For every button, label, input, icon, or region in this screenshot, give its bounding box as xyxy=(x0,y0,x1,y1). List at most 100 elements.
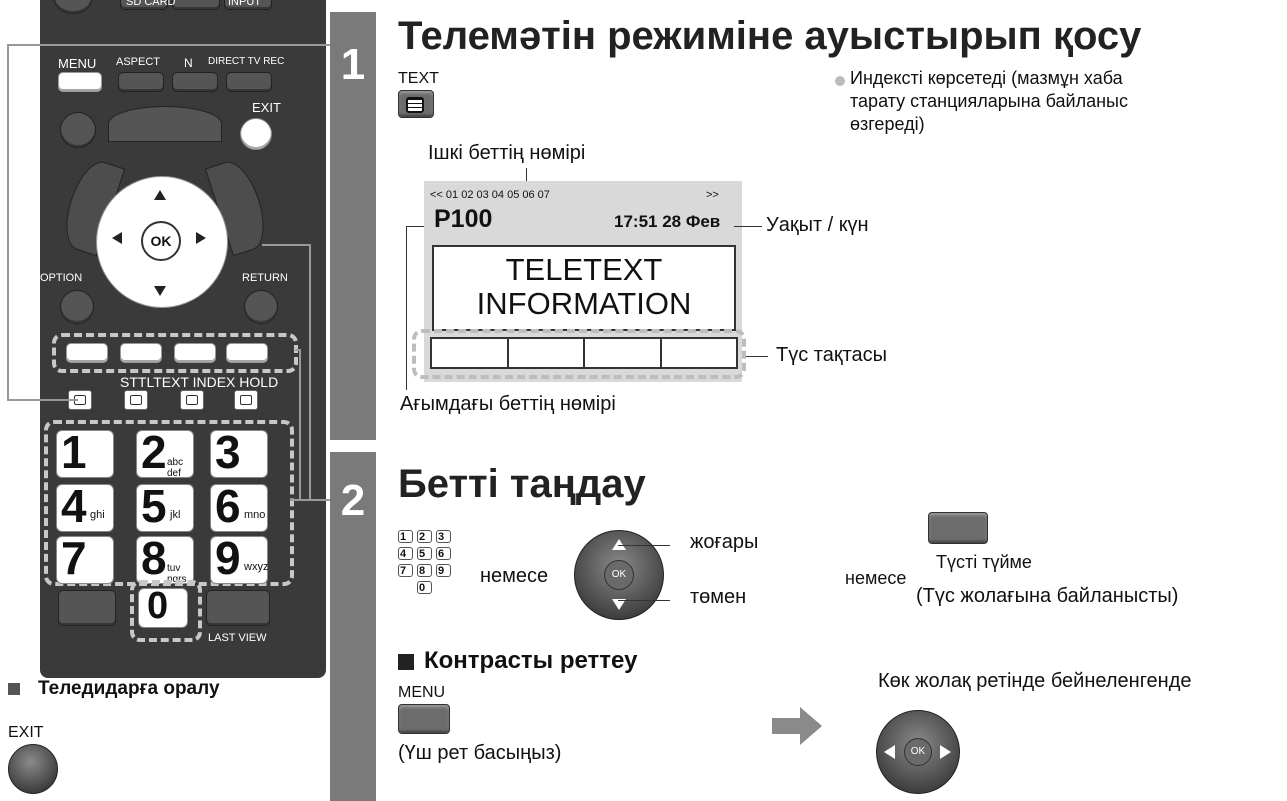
input-button[interactable] xyxy=(224,0,272,10)
up-label: жоғары xyxy=(690,531,759,553)
current-page-pointer-v xyxy=(406,226,407,390)
number-key-digit: 4 xyxy=(61,480,87,532)
return-label: RETURN xyxy=(242,272,288,284)
teletext-content-box: TELETEXT INFORMATION xyxy=(432,245,736,331)
number-key-letters: jkl xyxy=(170,509,181,521)
or-text-2: немесе xyxy=(845,568,907,588)
number-key-digit: 2 xyxy=(141,426,167,478)
current-page-pointer-h xyxy=(406,226,424,227)
blue-color-button[interactable] xyxy=(226,343,268,363)
menu-grey-button[interactable] xyxy=(398,704,450,734)
number-key-digit: 5 xyxy=(141,480,167,532)
color-button-icon[interactable] xyxy=(928,512,988,544)
number-key-3[interactable]: 3 xyxy=(210,426,268,478)
dpad-left-right-icon[interactable]: OK xyxy=(876,710,960,794)
blue-bar-caption: Көк жолақ ретінде бейнеленгенде xyxy=(878,670,1192,692)
color-buttons-highlight xyxy=(52,333,298,373)
text-teletext-button[interactable] xyxy=(398,90,434,118)
connector-lines xyxy=(7,44,330,501)
down-pointer-line xyxy=(618,600,670,601)
subpage-number-caption: Ішкі беттің нөмірі xyxy=(428,142,586,164)
number-key-7[interactable]: 7 xyxy=(56,532,114,584)
exit-button[interactable] xyxy=(240,118,272,150)
dpad-left-arrow-icon xyxy=(884,745,895,759)
time-pointer-line xyxy=(734,226,762,227)
left-arrow-icon xyxy=(112,232,122,244)
step2-number: 2 xyxy=(340,476,366,525)
yellow-color-button[interactable] xyxy=(174,343,216,363)
n-label: N xyxy=(184,56,193,70)
time-date-caption: Уақыт / күн xyxy=(766,214,869,236)
dpad-up-arrow-icon xyxy=(612,539,626,550)
ok-button[interactable]: OK xyxy=(141,221,181,261)
right-arrow-icon xyxy=(196,232,206,244)
section1-title: Телемәтін режиміне ауыстырып қосу xyxy=(398,14,1142,58)
number-key-digit: 1 xyxy=(61,426,87,478)
n-button[interactable] xyxy=(172,72,218,92)
down-arrow-icon xyxy=(154,286,166,296)
index-note-line1: Индексті көрсетеді (мазмұн хаба xyxy=(850,68,1123,88)
color-bar-highlight xyxy=(412,329,746,379)
step1-strip: 1 xyxy=(330,12,376,440)
exit-button-label: EXIT xyxy=(8,724,44,741)
dpad-ok-icon: OK xyxy=(604,560,634,590)
number-key-1[interactable]: 1 xyxy=(56,426,114,478)
return-button[interactable] xyxy=(244,290,278,324)
up-pointer-line xyxy=(618,545,670,546)
last-view-label: LAST VIEW xyxy=(208,632,267,644)
hold-button[interactable] xyxy=(234,390,258,410)
sttl-button[interactable] xyxy=(124,390,148,410)
note-bullet-icon xyxy=(835,76,845,86)
number-key-digit: 9 xyxy=(215,532,241,584)
direct-tv-rec-button[interactable] xyxy=(226,72,272,92)
number-key-0[interactable]: 0 xyxy=(138,585,188,628)
sd-card-label: SD CARD xyxy=(126,0,176,8)
color-bar-yellow xyxy=(585,339,662,367)
number-key-digit: 6 xyxy=(215,480,241,532)
number-keys-highlight xyxy=(44,420,294,586)
menu-button-label: MENU xyxy=(398,684,446,701)
color-bar-red xyxy=(432,339,509,367)
number-key-digit: 0 xyxy=(147,585,169,627)
red-color-button[interactable] xyxy=(66,343,108,363)
index-note-line2: тарату станцияларына байланыс xyxy=(850,91,1128,111)
number-key-digit: 7 xyxy=(61,532,87,584)
step2-strip: 2 xyxy=(330,452,376,801)
index-button[interactable] xyxy=(180,390,204,410)
dpad-up-down-icon[interactable]: OK xyxy=(574,530,664,620)
color-button-label: Түсті түйме xyxy=(936,552,1032,572)
up-arrow-icon xyxy=(154,190,166,200)
aspect-button[interactable] xyxy=(118,72,164,92)
text-button[interactable] xyxy=(68,390,92,410)
bullet-square-icon xyxy=(8,683,20,695)
number-key-letters: mno xyxy=(244,509,266,521)
remote-bottom-left-button[interactable] xyxy=(58,590,116,626)
option-button[interactable] xyxy=(60,290,94,324)
remote-top-button-2[interactable] xyxy=(172,0,220,10)
left-round-button[interactable] xyxy=(60,112,96,148)
color-bar-pointer-line xyxy=(746,356,768,357)
number-key-letters: wxyz xyxy=(244,561,269,573)
contrast-heading: Контрасты реттеу xyxy=(424,647,638,674)
last-view-button[interactable] xyxy=(206,590,270,626)
number-key-letters: ghi xyxy=(90,509,105,521)
teletext-keys-labels: STTLTEXT INDEX HOLD xyxy=(120,374,279,390)
teletext-screen-illustration: << 01 02 03 04 05 06 07 >> P100 17:51 28… xyxy=(412,181,746,382)
zero-key-highlight xyxy=(130,580,202,642)
exit-round-button[interactable] xyxy=(8,744,58,794)
menu-button[interactable] xyxy=(58,72,102,92)
dpad-top-arc-button[interactable] xyxy=(108,106,222,142)
exit-label: EXIT xyxy=(252,100,281,115)
color-button-note: (Түс жолағына байланысты) xyxy=(916,585,1179,607)
sd-card-button[interactable] xyxy=(120,0,168,10)
dpad-down-arrow-icon xyxy=(612,599,626,610)
green-color-button[interactable] xyxy=(120,343,162,363)
option-label: OPTION xyxy=(40,272,83,284)
